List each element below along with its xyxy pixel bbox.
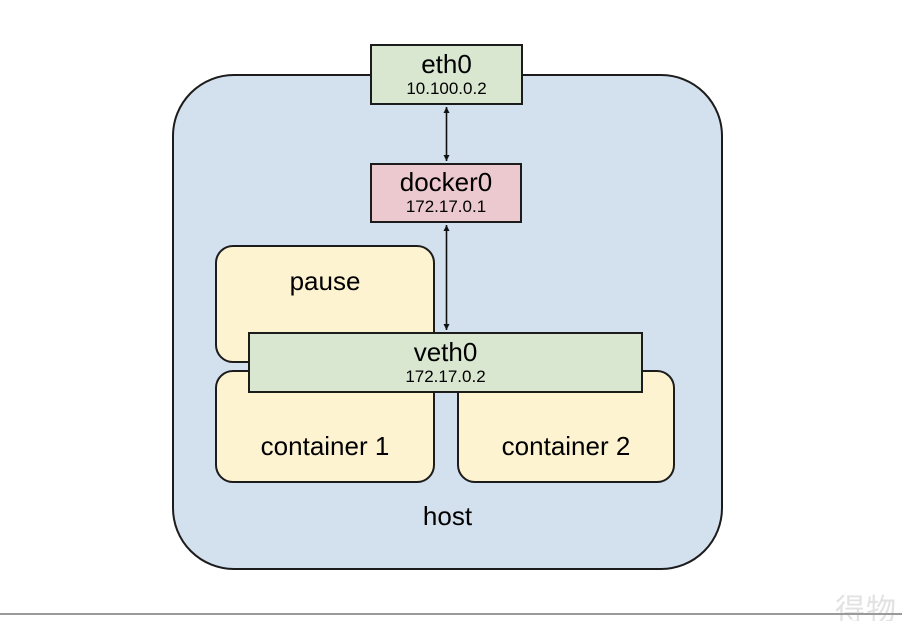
footer-divider	[0, 613, 902, 615]
node-container-2-label: container 2	[501, 430, 631, 461]
node-eth0-ip: 10.100.0.2	[406, 78, 487, 98]
node-pause-label: pause	[289, 266, 361, 296]
node-docker0: docker0 172.17.0.1	[370, 163, 522, 223]
watermark-text: 得物	[835, 594, 897, 621]
node-eth0-label: eth0	[421, 48, 472, 79]
node-veth0-ip: 172.17.0.2	[405, 366, 486, 386]
node-container-1-label: container 1	[260, 430, 390, 461]
node-docker0-label: docker0	[399, 167, 493, 198]
host-label: host	[422, 501, 473, 531]
node-veth0-label: veth0	[413, 336, 478, 367]
node-docker0-ip: 172.17.0.1	[405, 197, 487, 217]
node-veth0: veth0 172.17.0.2	[248, 332, 643, 393]
node-eth0: eth0 10.100.0.2	[370, 44, 523, 105]
